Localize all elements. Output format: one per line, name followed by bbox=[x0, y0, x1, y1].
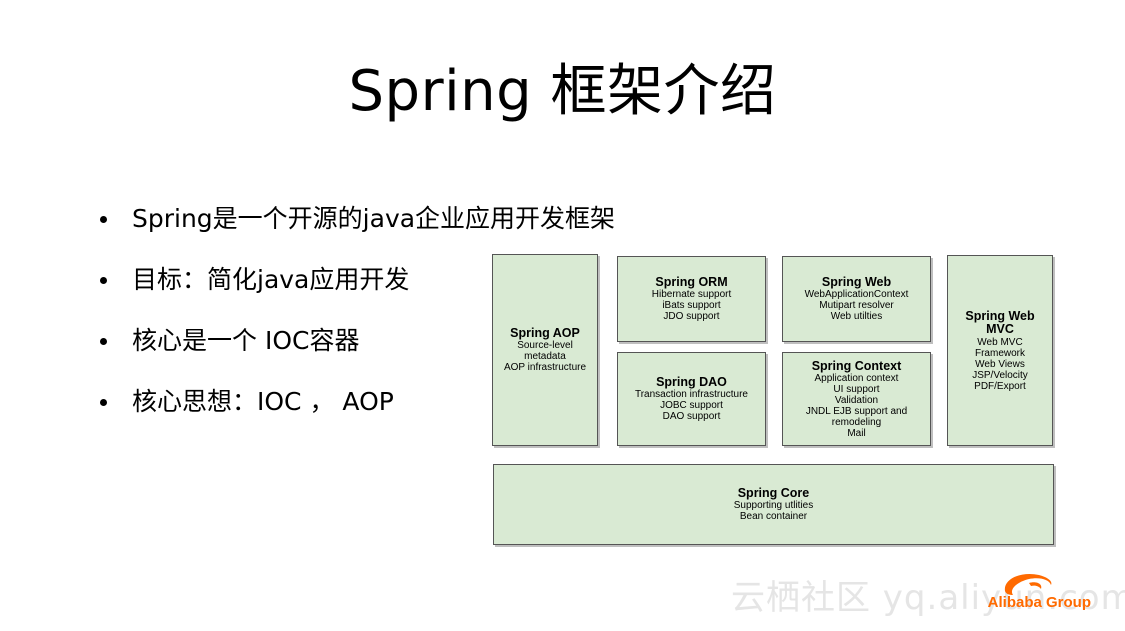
bullet-item: Spring是一个开源的java企业应用开发框架 bbox=[98, 200, 615, 261]
bullet-dot-icon bbox=[100, 277, 107, 284]
box-line: Web utilties bbox=[830, 311, 883, 322]
bullet-text: 核心思想：IOC ， AOP bbox=[132, 387, 394, 416]
box-line: remodeling bbox=[831, 416, 882, 428]
spring-dao-box: Spring DAO Transaction infrastructure JO… bbox=[617, 352, 766, 446]
box-line: Transaction infrastructure bbox=[634, 389, 748, 400]
spring-core-box: Spring Core Supporting utlities Bean con… bbox=[493, 464, 1054, 545]
bullet-item: 核心思想：IOC ， AOP bbox=[98, 383, 615, 444]
box-line: DAO support bbox=[662, 411, 721, 422]
box-line: UI support bbox=[833, 383, 880, 395]
box-line: JNDL EJB support and bbox=[805, 405, 908, 417]
bullet-text: Spring是一个开源的java企业应用开发框架 bbox=[132, 204, 616, 233]
bullet-text: 核心是一个 IOC容器 bbox=[132, 326, 360, 355]
box-title: Spring Core bbox=[737, 486, 810, 500]
box-line: JOBC support bbox=[660, 400, 723, 411]
box-line: iBats support bbox=[662, 300, 721, 311]
alibaba-logo-text: Alibaba Group bbox=[987, 594, 1091, 611]
box-line: Validation bbox=[834, 394, 879, 406]
slide-title: Spring 框架介绍 bbox=[348, 59, 777, 124]
watermark: 云栖社区 yq.aliyun.com Alibaba Group bbox=[731, 563, 1125, 623]
box-title: Spring Web bbox=[821, 275, 892, 289]
box-line: Web Views bbox=[975, 358, 1025, 370]
box-line: metadata bbox=[524, 351, 566, 362]
box-line: JDO support bbox=[663, 311, 720, 322]
spring-context-box: Spring Context Application context UI su… bbox=[782, 352, 931, 446]
box-line: Source-level bbox=[517, 340, 573, 351]
box-line: Application context bbox=[814, 372, 899, 384]
bullet-list: Spring是一个开源的java企业应用开发框架 目标：简化java应用开发 核… bbox=[98, 200, 615, 444]
bullet-dot-icon bbox=[100, 216, 107, 223]
bullet-dot-icon bbox=[100, 399, 107, 406]
box-line: Mutipart resolver bbox=[819, 300, 894, 311]
spring-aop-box: Spring AOP Source-level metadata AOP inf… bbox=[492, 254, 598, 446]
box-line: Web MVC bbox=[977, 336, 1023, 348]
bullet-item: 目标：简化java应用开发 bbox=[98, 261, 615, 322]
box-title: Spring ORM bbox=[655, 275, 728, 289]
box-line: AOP infrastructure bbox=[503, 362, 587, 373]
box-title: Spring Web MVC bbox=[965, 308, 1035, 336]
watermark-text: 云栖社区 yq.aliyun.com bbox=[731, 578, 1125, 618]
box-line: JSP/Velocity bbox=[972, 369, 1028, 381]
bullet-dot-icon bbox=[100, 338, 107, 345]
box-title: Spring AOP bbox=[510, 326, 580, 340]
box-line: Supporting utlities bbox=[733, 500, 814, 511]
box-line: Mail bbox=[847, 427, 866, 439]
box-line: PDF/Export bbox=[974, 380, 1026, 392]
bullet-text: 目标：简化java应用开发 bbox=[132, 265, 410, 294]
box-title: Spring DAO bbox=[656, 375, 727, 389]
box-line: WebApplicationContext bbox=[804, 289, 909, 300]
bullet-item: 核心是一个 IOC容器 bbox=[98, 322, 615, 383]
spring-web-mvc-box: Spring Web MVC Web MVC Framework Web Vie… bbox=[947, 255, 1053, 446]
box-title: Spring Context bbox=[811, 358, 902, 373]
box-line: Bean container bbox=[739, 511, 808, 522]
box-line: Hibernate support bbox=[651, 289, 732, 300]
spring-orm-box: Spring ORM Hibernate support iBats suppo… bbox=[617, 256, 766, 342]
box-line: Framework bbox=[974, 347, 1025, 359]
spring-web-box: Spring Web WebApplicationContext Mutipar… bbox=[782, 256, 931, 342]
alibaba-logo-icon bbox=[1004, 573, 1052, 595]
